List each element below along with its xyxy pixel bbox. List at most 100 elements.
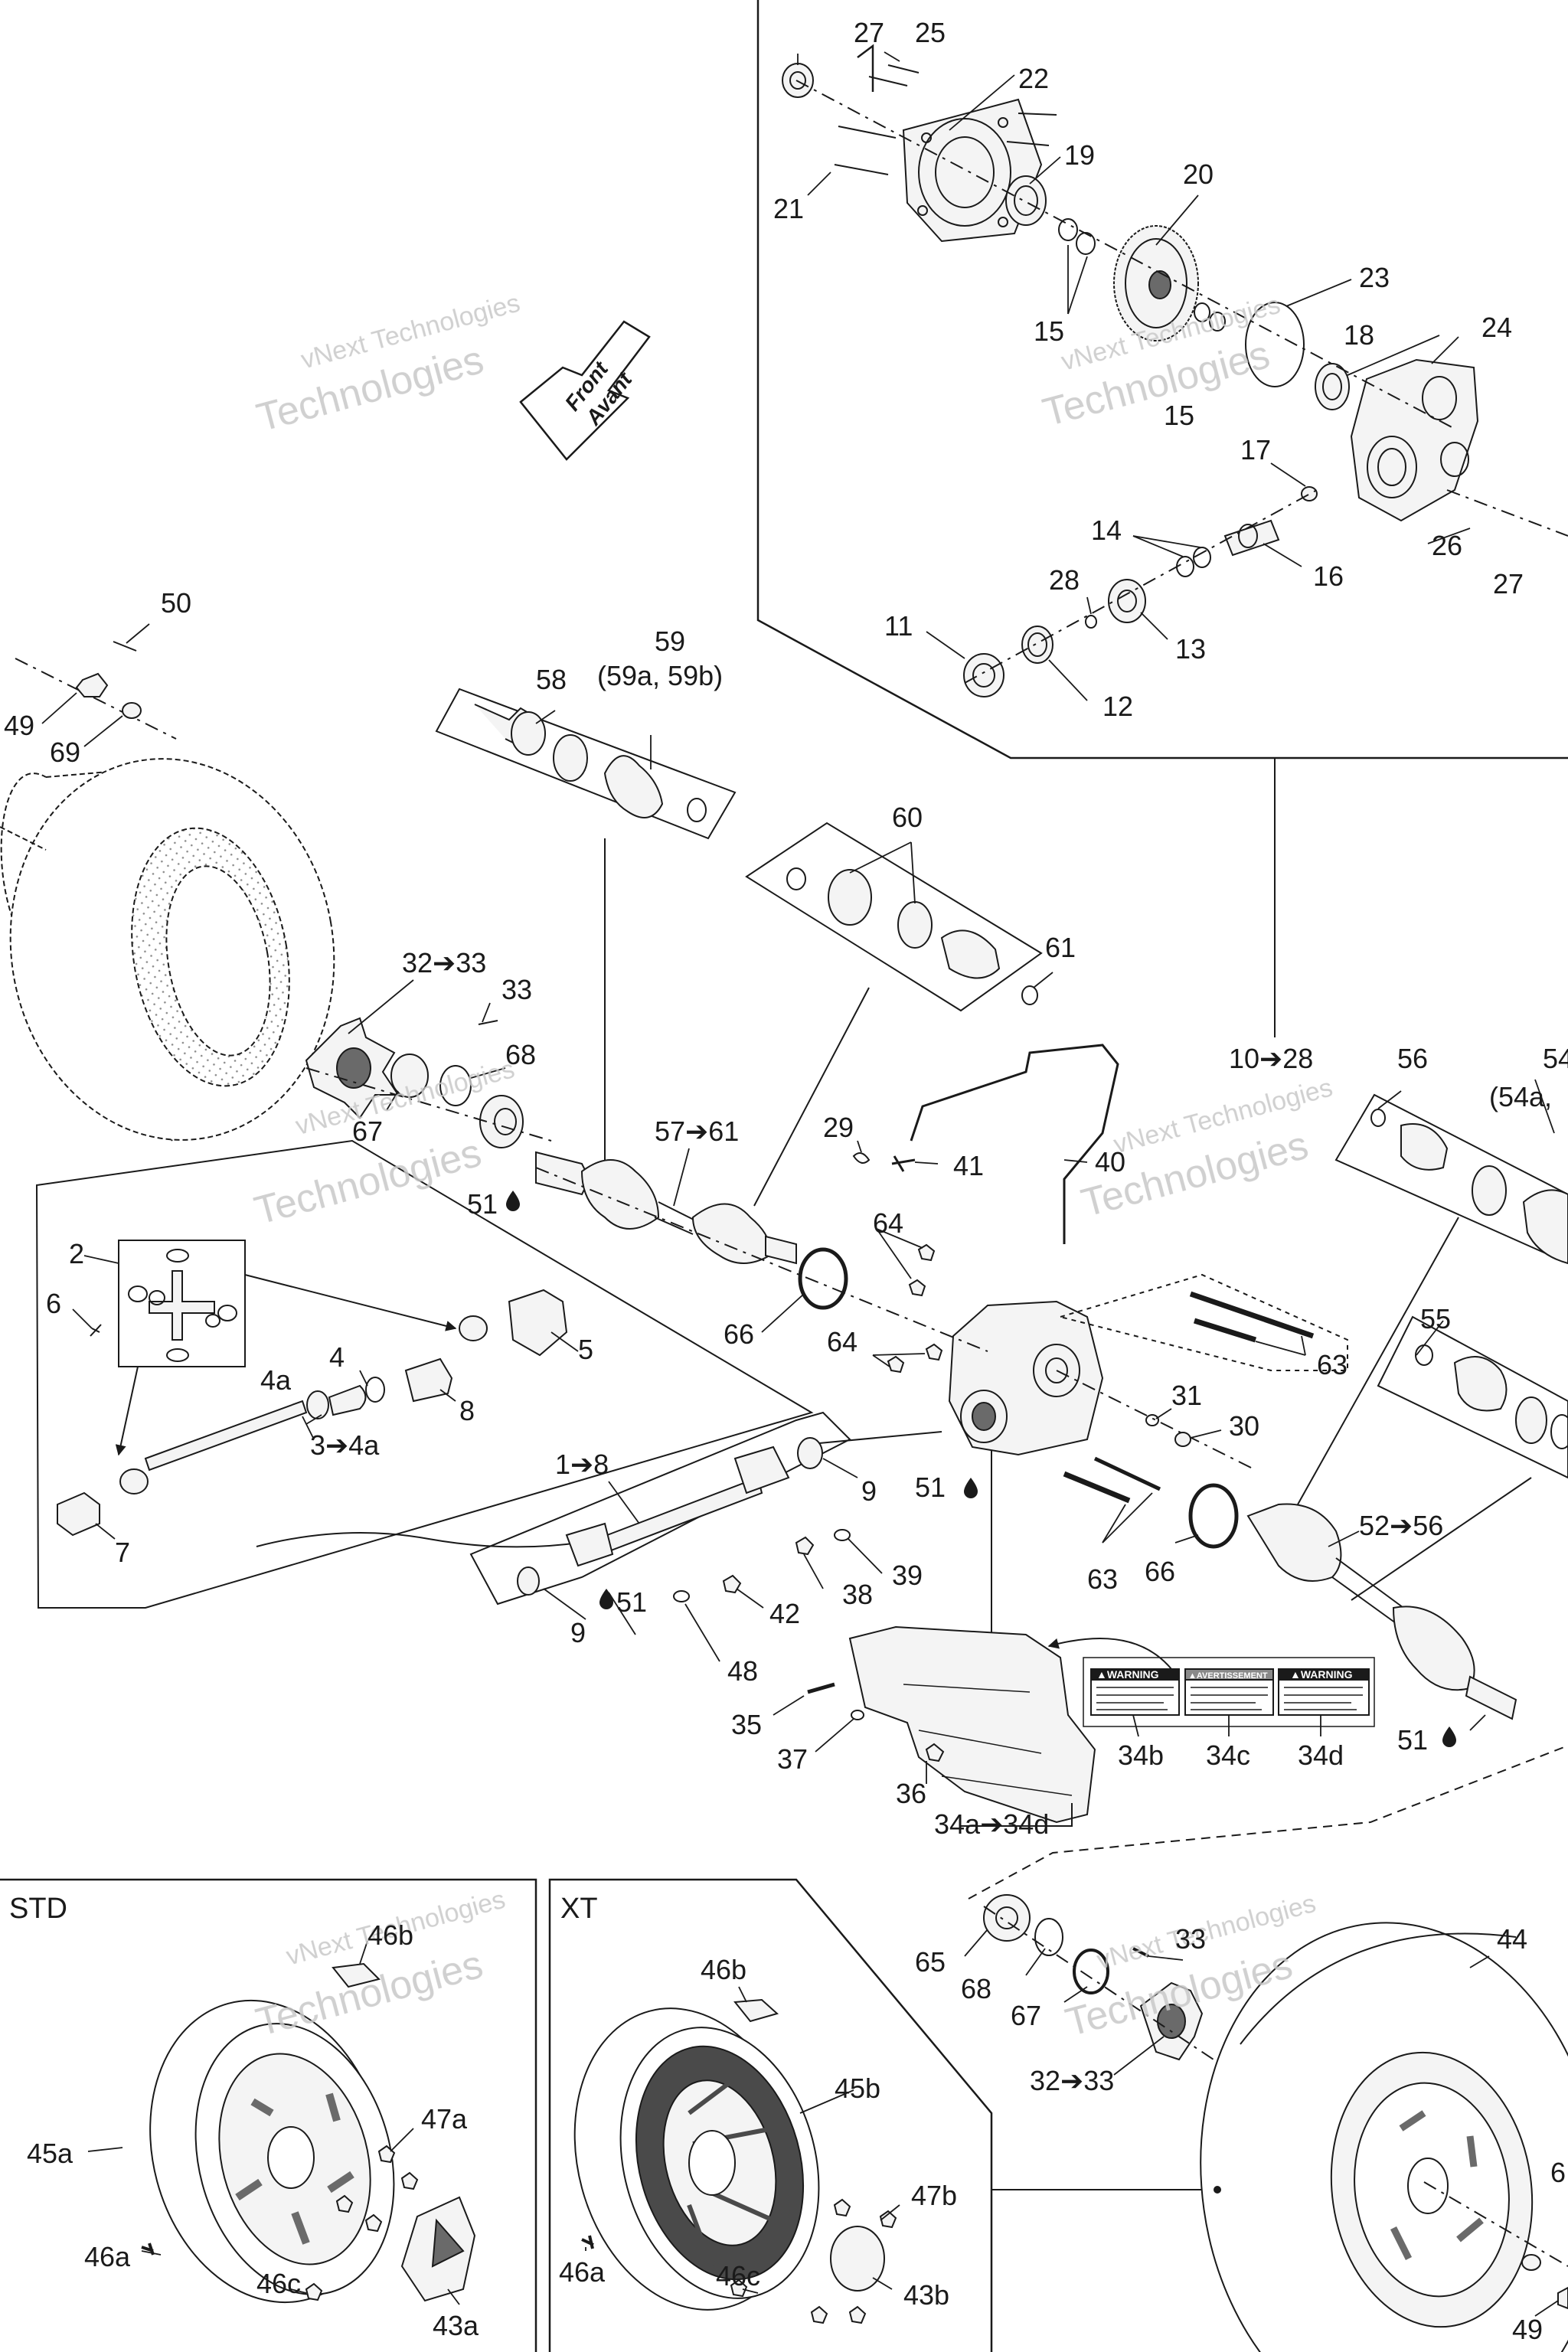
callout-34d[interactable]: 34d <box>1298 1740 1344 1771</box>
callout-16[interactable]: 16 <box>1313 560 1344 592</box>
callout-46a-xt[interactable]: 46a <box>559 2256 606 2288</box>
callout-58[interactable]: 58 <box>536 664 567 695</box>
callout-60[interactable]: 60 <box>892 802 923 833</box>
callout-66-right[interactable]: 66 <box>1145 1556 1175 1587</box>
callout-59[interactable]: 59 <box>655 626 685 657</box>
callout-33-right[interactable]: 33 <box>1175 1923 1206 1955</box>
callout-32-33-right[interactable]: 32➔33 <box>1030 2065 1114 2096</box>
callout-42[interactable]: 42 <box>769 1598 800 1629</box>
callout-51-d[interactable]: 51 <box>1397 1724 1428 1756</box>
callout-43a[interactable]: 43a <box>433 2310 479 2341</box>
bolt-63-b <box>1193 1318 1257 1343</box>
callout-19[interactable]: 19 <box>1064 139 1095 171</box>
callout-43b[interactable]: 43b <box>903 2279 949 2311</box>
callout-25[interactable]: 25 <box>915 17 946 48</box>
callout-34a-34d[interactable]: 34a➔34d <box>934 1808 1049 1840</box>
callout-35[interactable]: 35 <box>731 1709 762 1740</box>
callout-9-upper[interactable]: 9 <box>861 1475 877 1507</box>
callout-15-a[interactable]: 15 <box>1034 315 1064 347</box>
callout-9-lower[interactable]: 9 <box>570 1617 586 1648</box>
callout-63-lower[interactable]: 63 <box>1087 1563 1118 1595</box>
callout-5[interactable]: 5 <box>578 1334 593 1365</box>
callout-6[interactable]: 6 <box>46 1288 61 1319</box>
callout-46c-xt[interactable]: 46c <box>716 2260 760 2292</box>
callout-34b[interactable]: 34b <box>1118 1740 1164 1771</box>
callout-24[interactable]: 24 <box>1481 312 1512 343</box>
callout-61[interactable]: 61 <box>1045 932 1076 963</box>
callout-39[interactable]: 39 <box>892 1560 923 1591</box>
callout-4a[interactable]: 4a <box>260 1364 292 1396</box>
callout-46c-std[interactable]: 46c <box>256 2268 301 2299</box>
callout-59ab[interactable]: (59a, 59b) <box>597 660 723 691</box>
callout-54[interactable]: 54 <box>1543 1043 1568 1074</box>
callout-30[interactable]: 30 <box>1229 1410 1259 1442</box>
seal-11-part <box>963 653 1004 697</box>
callout-37[interactable]: 37 <box>777 1743 808 1775</box>
callout-52-56[interactable]: 52➔56 <box>1359 1510 1443 1541</box>
callout-31[interactable]: 31 <box>1171 1380 1202 1411</box>
callout-48[interactable]: 48 <box>727 1655 758 1687</box>
callout-21[interactable]: 21 <box>773 193 804 224</box>
callout-2[interactable]: 2 <box>69 1238 84 1269</box>
callout-65[interactable]: 65 <box>915 1946 946 1978</box>
callout-26[interactable]: 26 <box>1432 530 1462 561</box>
callout-14[interactable]: 14 <box>1091 514 1122 546</box>
callout-38[interactable]: 38 <box>842 1579 873 1610</box>
callout-51-a[interactable]: 51 <box>467 1188 498 1220</box>
callout-64-b[interactable]: 64 <box>827 1326 858 1357</box>
callout-44[interactable]: 44 <box>1497 1923 1527 1955</box>
callout-1-8[interactable]: 1➔8 <box>555 1449 609 1480</box>
callout-32-33-left[interactable]: 32➔33 <box>402 947 486 978</box>
callout-46a-std[interactable]: 46a <box>84 2241 131 2272</box>
callout-69-right[interactable]: 6 <box>1550 2157 1566 2188</box>
callout-17[interactable]: 17 <box>1240 434 1271 466</box>
callout-63-right[interactable]: 63 <box>1317 1349 1348 1380</box>
callout-57-61[interactable]: 57➔61 <box>655 1116 739 1147</box>
callout-69-left[interactable]: 69 <box>50 737 80 768</box>
callout-22[interactable]: 22 <box>1018 63 1049 94</box>
callout-68-right[interactable]: 68 <box>961 1973 991 2004</box>
callout-54ab[interactable]: (54a, <box>1489 1081 1552 1112</box>
callout-7[interactable]: 7 <box>115 1537 130 1568</box>
callout-12[interactable]: 12 <box>1102 691 1133 722</box>
callout-50[interactable]: 50 <box>161 587 191 619</box>
callout-8[interactable]: 8 <box>459 1395 475 1426</box>
callout-64-a[interactable]: 64 <box>873 1207 903 1239</box>
callout-68-left[interactable]: 68 <box>505 1039 536 1070</box>
callout-33-left[interactable]: 33 <box>501 974 532 1005</box>
callout-29[interactable]: 29 <box>823 1112 854 1143</box>
callout-18[interactable]: 18 <box>1344 319 1374 351</box>
callout-51-c[interactable]: 51 <box>616 1586 647 1618</box>
callout-28[interactable]: 28 <box>1049 564 1080 596</box>
callout-40[interactable]: 40 <box>1095 1146 1125 1178</box>
callout-11[interactable]: 11 <box>884 610 913 642</box>
callout-20[interactable]: 20 <box>1183 158 1214 190</box>
callout-45a[interactable]: 45a <box>27 2138 74 2169</box>
callout-15-b[interactable]: 15 <box>1164 400 1194 431</box>
callout-13[interactable]: 13 <box>1175 633 1206 665</box>
callout-45b[interactable]: 45b <box>835 2073 880 2104</box>
callout-10-28[interactable]: 10➔28 <box>1229 1043 1313 1074</box>
callout-55[interactable]: 55 <box>1420 1303 1451 1334</box>
callout-46b-xt[interactable]: 46b <box>701 1954 746 1985</box>
ring-60-b <box>897 901 933 949</box>
callout-47b[interactable]: 47b <box>911 2180 957 2211</box>
callout-34c[interactable]: 34c <box>1206 1740 1250 1771</box>
callout-49-left[interactable]: 49 <box>4 710 34 741</box>
callout-49-right[interactable]: 49 <box>1512 2314 1543 2345</box>
callout-46b-std[interactable]: 46b <box>368 1919 413 1951</box>
callout-47a[interactable]: 47a <box>421 2103 468 2135</box>
callout-36[interactable]: 36 <box>896 1778 926 1809</box>
callout-67-left[interactable]: 67 <box>352 1116 383 1147</box>
callout-41[interactable]: 41 <box>953 1150 984 1181</box>
callout-51-b[interactable]: 51 <box>915 1472 946 1503</box>
callout-66-left[interactable]: 66 <box>724 1318 754 1350</box>
callout-27-top[interactable]: 27 <box>854 17 884 48</box>
callout-67-right[interactable]: 67 <box>1011 2000 1041 2031</box>
kit-54-box <box>1334 1093 1568 1265</box>
callout-56[interactable]: 56 <box>1397 1043 1428 1074</box>
callout-27-right[interactable]: 27 <box>1493 568 1524 599</box>
callout-4[interactable]: 4 <box>329 1341 345 1373</box>
callout-3-4a[interactable]: 3➔4a <box>310 1429 380 1461</box>
callout-23[interactable]: 23 <box>1359 262 1390 293</box>
